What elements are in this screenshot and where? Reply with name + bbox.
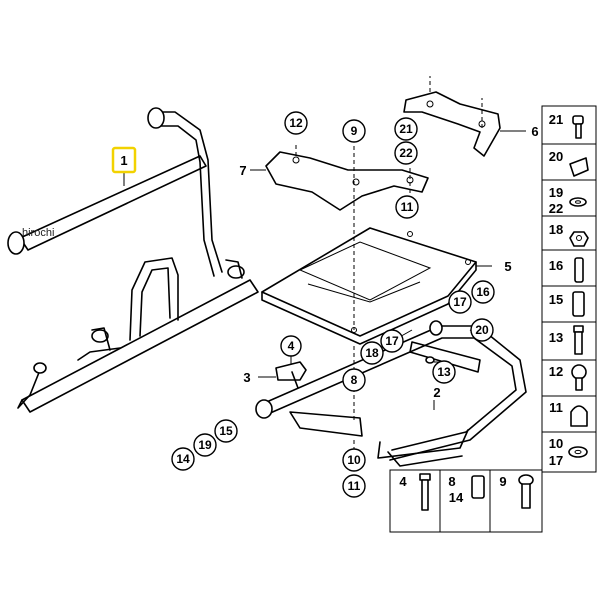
clip-nut-icon [569, 157, 589, 177]
fastener-legend-right: 21 20 19 22 18 16 15 13 [541, 105, 597, 473]
clip-part [275, 361, 307, 389]
callout-19: 19 [198, 438, 212, 452]
callout-labels: 1 2 3 6 5 7 4 12 9 21 22 11 17 16 20 17 … [111, 111, 539, 498]
callout-18: 18 [365, 346, 379, 360]
legend-19: 19 [549, 185, 563, 200]
legend-15: 15 [549, 292, 563, 307]
legend-16: 16 [549, 258, 563, 273]
legend-11: 11 [549, 400, 563, 415]
highlight-box [111, 146, 137, 174]
callout-21: 21 [399, 122, 413, 136]
leader-lines [123, 130, 526, 410]
callout-17-mid: 17 [385, 334, 399, 348]
flange-screw-icon [571, 364, 587, 391]
callout-11-top: 11 [401, 200, 414, 214]
legend-10: 10 [549, 436, 563, 451]
legend-14: 14 [449, 490, 464, 505]
crash-bar-frame [7, 107, 259, 413]
legend-4: 4 [399, 474, 407, 489]
callout-11-bottom: 11 [348, 479, 361, 493]
fastener-legend-bottom: 4 8 14 9 [389, 469, 543, 533]
callout-20: 20 [475, 323, 489, 337]
cap-nut-icon [570, 405, 588, 427]
legend-13: 13 [549, 330, 563, 345]
callout-6: 6 [531, 124, 538, 139]
stud-icon [574, 257, 584, 283]
callout-13: 13 [437, 365, 451, 379]
legend-22: 22 [549, 201, 563, 216]
skid-plate [261, 227, 477, 345]
callout-8: 8 [351, 373, 358, 387]
legend-18: 18 [549, 222, 563, 237]
assembly-lines [295, 76, 483, 450]
watermark: hirochi [22, 227, 54, 239]
legend-8: 8 [448, 474, 455, 489]
callout-22: 22 [399, 146, 413, 160]
legend-12: 12 [549, 364, 563, 379]
long-bolt-icon [419, 473, 431, 511]
callout-3: 3 [243, 370, 250, 385]
callout-17-top: 17 [453, 295, 467, 309]
legend-17: 17 [549, 453, 563, 468]
washer-icon [569, 197, 587, 207]
legend-20: 20 [549, 149, 563, 164]
legend-21: 21 [549, 112, 563, 127]
callout-1: 1 [120, 153, 127, 168]
flat-washer-icon [568, 446, 588, 458]
legend-9: 9 [499, 474, 506, 489]
callout-4: 4 [288, 339, 295, 353]
upper-bracket [403, 91, 501, 157]
callout-2: 2 [433, 385, 440, 400]
callout-15: 15 [219, 424, 233, 438]
callout-16: 16 [476, 285, 490, 299]
callout-5: 5 [504, 259, 511, 274]
nut-icon [569, 231, 589, 247]
sleeve-icon [471, 475, 485, 499]
callout-9: 9 [351, 124, 358, 138]
spacer-icon [572, 291, 585, 317]
callout-14: 14 [176, 452, 190, 466]
bolt-icon [573, 325, 584, 355]
screw-icon [572, 115, 584, 139]
callout-12: 12 [289, 116, 303, 130]
callout-10: 10 [347, 453, 361, 467]
torx-bolt-icon [518, 474, 534, 509]
lower-frame [255, 320, 527, 467]
callout-7: 7 [239, 163, 246, 178]
